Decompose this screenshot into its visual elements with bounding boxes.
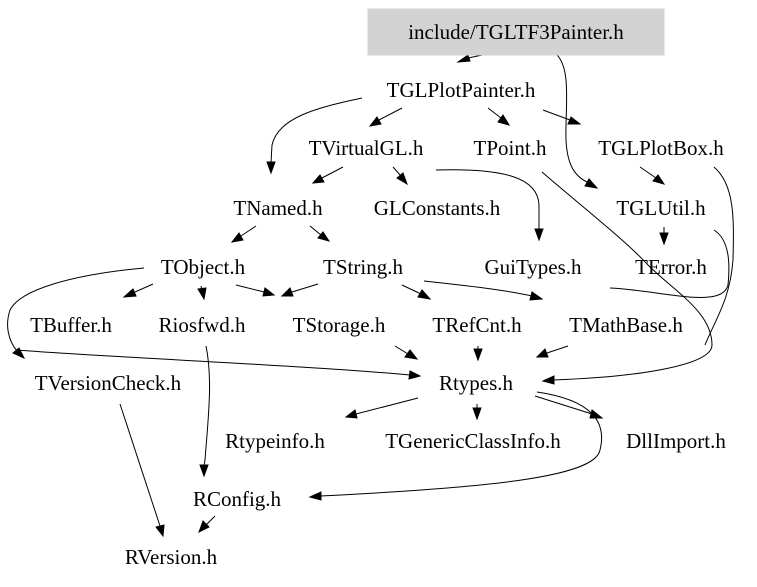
edge-tversioncheck-to-rversion (119, 403, 161, 527)
edge-tobject-to-tstorage (235, 284, 265, 293)
arrowhead (317, 231, 331, 242)
edge-rtypes-to-rtypeinfo (355, 397, 419, 415)
edge-tglplotpainter-to-tnamed (270, 97, 363, 164)
edge-tglplotpainter-to-tpoint (487, 107, 502, 119)
arrowhead (584, 178, 599, 189)
node-tglplotbox[interactable]: TGLPlotBox.h (598, 136, 724, 160)
edge-root-to-tglutil (555, 53, 588, 183)
node-tglutil[interactable]: TGLUtil.h (616, 196, 706, 220)
node-tbuffer[interactable]: TBuffer.h (30, 313, 112, 337)
arrowhead (155, 524, 165, 538)
arrowhead (308, 491, 322, 501)
edge-tpoint-to-rtypes (541, 171, 713, 381)
node-tversioncheck[interactable]: TVersionCheck.h (35, 371, 182, 395)
edge-tvirtualgl-to-guitypes (435, 169, 540, 230)
node-rconfig[interactable]: RConfig.h (193, 487, 282, 511)
node-tpoint[interactable]: TPoint.h (474, 136, 547, 160)
arrowhead (368, 116, 382, 127)
node-rtypeinfo[interactable]: Rtypeinfo.h (225, 429, 325, 453)
arrowhead (262, 287, 276, 297)
edge-tobject-to-rtypes (15, 349, 411, 376)
arrowhead (456, 54, 471, 63)
edge-rconfig-to-rversion (205, 515, 216, 526)
node-trefcnt[interactable]: TRefCnt.h (432, 313, 522, 337)
node-dllimport[interactable]: DllImport.h (626, 429, 726, 453)
node-tstring[interactable]: TString.h (323, 255, 403, 279)
arrowhead (472, 407, 482, 421)
edge-riosfwd-to-rconfig (203, 345, 211, 467)
node-tglplotpainter[interactable]: TGLPlotPainter.h (387, 78, 536, 102)
arrowhead (417, 289, 432, 300)
arrowhead (473, 348, 483, 362)
arrowhead (535, 348, 549, 358)
edge-tnamed-to-tobject (240, 225, 257, 237)
arrowhead (266, 161, 276, 175)
arrowhead (198, 520, 210, 534)
node-tmathbase[interactable]: TMathBase.h (569, 313, 683, 337)
arrowhead (199, 464, 209, 478)
edge-tglplotbox-to-rtypes (704, 166, 734, 346)
node-guitypes[interactable]: GuiTypes.h (484, 255, 582, 279)
node-terror[interactable]: TError.h (635, 255, 707, 279)
arrowhead (497, 114, 511, 126)
edge-tstorage-to-rtypes (394, 345, 409, 355)
edge-tstring-to-trefcnt (401, 284, 422, 295)
graph-nodes: include/TGLTF3Painter.h TGLPlotPainter.h… (30, 8, 726, 569)
edge-tobject-to-tbuffer (134, 283, 154, 293)
arrowhead (197, 287, 207, 301)
edge-tvirtualgl-to-tnamed (321, 166, 344, 179)
arrowhead (534, 228, 544, 242)
arrowhead (541, 375, 555, 385)
arrowhead (344, 409, 358, 419)
edge-tstring-to-tmathbase (423, 280, 533, 297)
edge-tglutil-to-rtypes (609, 229, 730, 298)
arrowhead (12, 347, 26, 360)
arrowhead (652, 174, 666, 185)
arrowhead (404, 349, 419, 360)
arrowhead (230, 232, 244, 243)
node-rtypes[interactable]: Rtypes.h (439, 371, 514, 395)
edge-rtypes-to-dllimport (534, 395, 593, 415)
edge-tvirtualgl-to-glconstants (392, 166, 402, 177)
arrowhead (567, 116, 582, 125)
edge-tnamed-to-tstring (309, 225, 322, 236)
edge-tobject-to-tversioncheck (7, 267, 145, 352)
node-riosfwd[interactable]: Riosfwd.h (159, 313, 246, 337)
root-node-label: include/TGLTF3Painter.h (408, 20, 624, 44)
arrowhead (122, 288, 137, 298)
edge-tstring-to-tstorage (291, 283, 319, 293)
node-tgenericclassinfo[interactable]: TGenericClassInfo.h (385, 429, 561, 453)
edge-rtypes-to-rconfig (319, 391, 603, 497)
node-tstorage[interactable]: TStorage.h (293, 313, 386, 337)
arrowhead (408, 370, 422, 380)
node-tvirtualgl[interactable]: TVirtualGL.h (309, 136, 424, 160)
arrowhead (311, 174, 325, 184)
node-rversion[interactable]: RVersion.h (125, 545, 218, 569)
node-glconstants[interactable]: GLConstants.h (374, 196, 501, 220)
graph-edges (7, 53, 734, 538)
arrowhead (529, 291, 544, 301)
arrowhead (396, 172, 408, 186)
arrowhead (659, 232, 669, 246)
edge-tglplotbox-to-tglutil (639, 166, 657, 179)
node-tnamed[interactable]: TNamed.h (233, 196, 323, 220)
edge-tglplotpainter-to-tglplotbox (542, 109, 571, 121)
root-node[interactable]: include/TGLTF3Painter.h (367, 8, 665, 56)
node-tobject[interactable]: TObject.h (161, 255, 246, 279)
edge-tmathbase-to-rtypes (546, 345, 569, 354)
arrowhead (280, 287, 294, 297)
edge-tglplotpainter-to-tvirtualgl (378, 107, 403, 121)
